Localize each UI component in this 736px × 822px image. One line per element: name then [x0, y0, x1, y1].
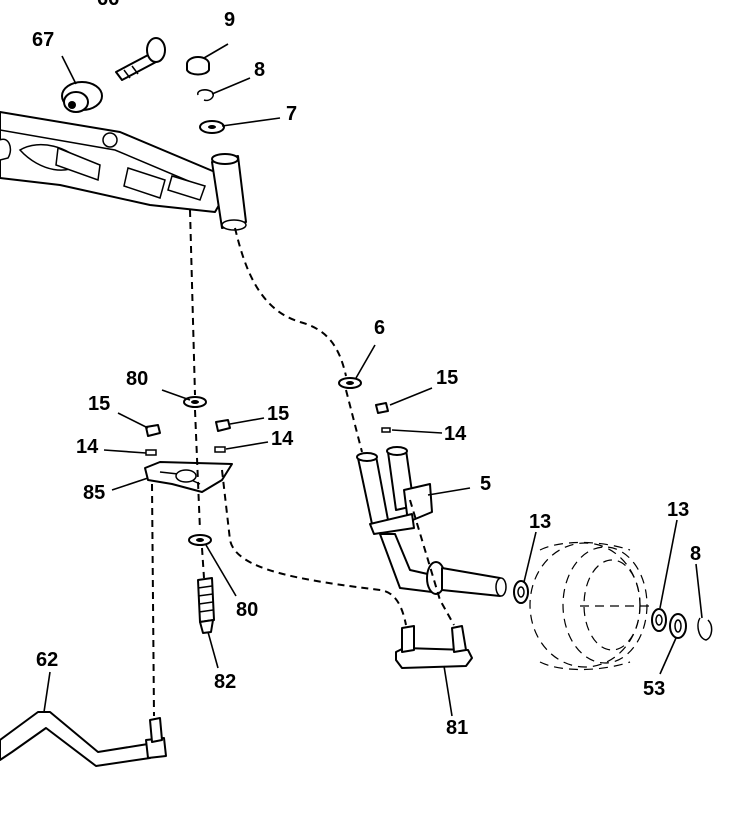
callout-7: 7 [286, 103, 297, 125]
callout-66: 66 [97, 0, 119, 10]
nut-15-right [375, 402, 389, 414]
drag-link-81 [395, 625, 473, 669]
pin-14-right [381, 427, 391, 433]
clip-8-right [697, 617, 713, 641]
callout-15-right: 15 [436, 367, 458, 389]
cap-9 [186, 56, 210, 76]
callout-8-right: 8 [690, 543, 701, 565]
axle-pivot-tube [211, 153, 247, 231]
front-axle-frame [0, 111, 223, 213]
callout-53: 53 [643, 678, 665, 700]
steering-bracket-85 [144, 461, 233, 493]
nut-15-left [145, 424, 161, 437]
clip-8-top [197, 89, 215, 102]
front-wheel-phantom [529, 541, 650, 671]
callout-85: 85 [83, 482, 105, 504]
washer-6 [338, 377, 362, 389]
bolt-66 [115, 37, 166, 81]
tie-rod-end-82 [197, 577, 215, 634]
callout-14-mid: 14 [271, 428, 294, 450]
callout-15-left: 15 [88, 393, 110, 415]
callout-6: 6 [374, 317, 385, 339]
pin-14-left [145, 449, 157, 456]
assembly-lines [151, 209, 455, 717]
callout-67: 67 [32, 29, 54, 51]
callout-81: 81 [446, 717, 468, 739]
callout-80-bottom: 80 [236, 599, 258, 621]
washer-13-right [651, 608, 667, 632]
bushing-67 [61, 81, 103, 113]
callout-80-top: 80 [126, 368, 148, 390]
callout-82: 82 [214, 671, 236, 693]
callout-5: 5 [480, 473, 491, 495]
callout-15-mid: 15 [267, 403, 289, 425]
washer-53 [669, 613, 687, 639]
callout-62: 62 [36, 649, 58, 671]
callout-14-right: 14 [444, 423, 467, 445]
washer-7 [199, 120, 225, 134]
pin-14-mid [214, 446, 226, 453]
washer-80-bottom [188, 534, 212, 546]
nut-15-mid [215, 419, 231, 432]
callout-9: 9 [224, 9, 235, 31]
washer-13-left [513, 580, 529, 604]
tie-rod-62 [0, 711, 167, 767]
callout-8-top: 8 [254, 59, 265, 81]
callout-14-left: 14 [76, 436, 99, 458]
leader-lines [43, 43, 703, 717]
callout-13-right: 13 [667, 499, 689, 521]
callout-labels: 66 67 9 8 7 6 15 14 5 80 15 15 14 14 85 … [32, 0, 701, 739]
callout-13-left: 13 [529, 511, 551, 533]
